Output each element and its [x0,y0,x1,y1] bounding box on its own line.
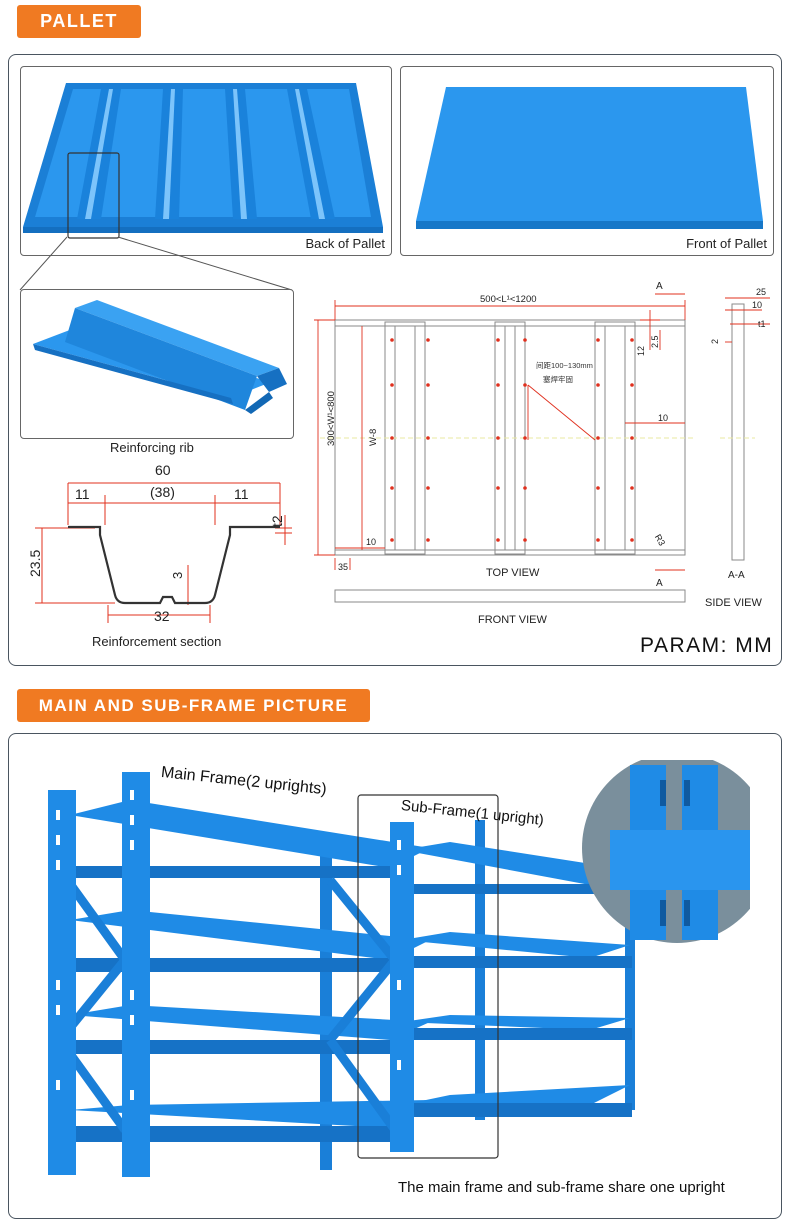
back-of-pallet-box: Back of Pallet [20,66,392,256]
section-mark-bottom: A [656,578,663,589]
dim-10-right: 10 [658,413,668,423]
dim-width: 60 [155,462,171,478]
dim-10-left: 10 [366,537,376,547]
front-of-pallet-image [416,87,763,229]
section-aa-label: A-A [728,570,745,581]
shared-upright-highlight [357,794,499,1159]
side-dim-25: 25 [756,287,766,297]
pallet-technical-drawing: 500<L¹<1200 300<W¹<800 W-8 间距100~130mm 塞… [314,281,770,626]
reinforcing-rib-caption: Reinforcing rib [110,440,194,455]
drawing-note-spacing: 间距100~130mm [536,361,593,370]
reinforcing-rib-image [33,300,287,414]
dim-inner: (38) [150,484,175,500]
dim-left-lip: 11 [75,486,90,502]
front-of-pallet-box: Front of Pallet [400,66,774,256]
dim-2-5: 2.5 [650,335,660,348]
back-of-pallet-caption: Back of Pallet [305,236,386,251]
dim-35: 35 [338,562,348,572]
dim-height: 23.5 [27,550,43,577]
side-view-label: SIDE VIEW [705,597,762,609]
param-unit-label: PARAM: MM [640,634,774,657]
back-of-pallet-image [23,83,383,239]
reinforcement-section-drawing: 60 (38) 11 11 t2 23.5 3 32 [27,462,292,624]
zoom-connector-lines [19,236,293,291]
rib-highlight-box [67,152,120,239]
shelving-rack-image [48,760,750,1177]
shared-upright-note: The main frame and sub-frame share one u… [398,1179,725,1196]
drawing-note-weld: 塞焊牢固 [543,374,573,384]
side-dim-2: 2 [710,339,720,344]
side-dim-t1: t1 [758,319,766,329]
section-mark-top: A [656,281,663,292]
dim-thickness: t2 [269,515,285,527]
drawing-w8-label: W-8 [368,429,379,446]
side-dim-10: 10 [752,300,762,310]
front-of-pallet-caption: Front of Pallet [686,236,767,251]
dim-step: 3 [170,572,185,579]
section-tag-pallet: PALLET [17,5,141,38]
section-tag-pallet-label: PALLET [40,11,118,31]
section-tag-frame: MAIN AND SUB-FRAME PICTURE [17,689,370,722]
drawing-width-label: 300<W¹<800 [326,391,337,446]
dim-12: 12 [636,346,646,356]
front-view-label: FRONT VIEW [478,614,547,626]
dim-right-lip: 11 [234,486,249,502]
drawing-length-label: 500<L¹<1200 [480,294,537,305]
dim-r3: R3 [653,533,667,548]
section-tag-frame-label: MAIN AND SUB-FRAME PICTURE [38,695,349,715]
reinforcement-section-caption: Reinforcement section [92,634,222,649]
dim-bottom: 32 [154,608,170,624]
reinforcing-rib-box [20,289,294,439]
top-view-label: TOP VIEW [486,567,540,579]
